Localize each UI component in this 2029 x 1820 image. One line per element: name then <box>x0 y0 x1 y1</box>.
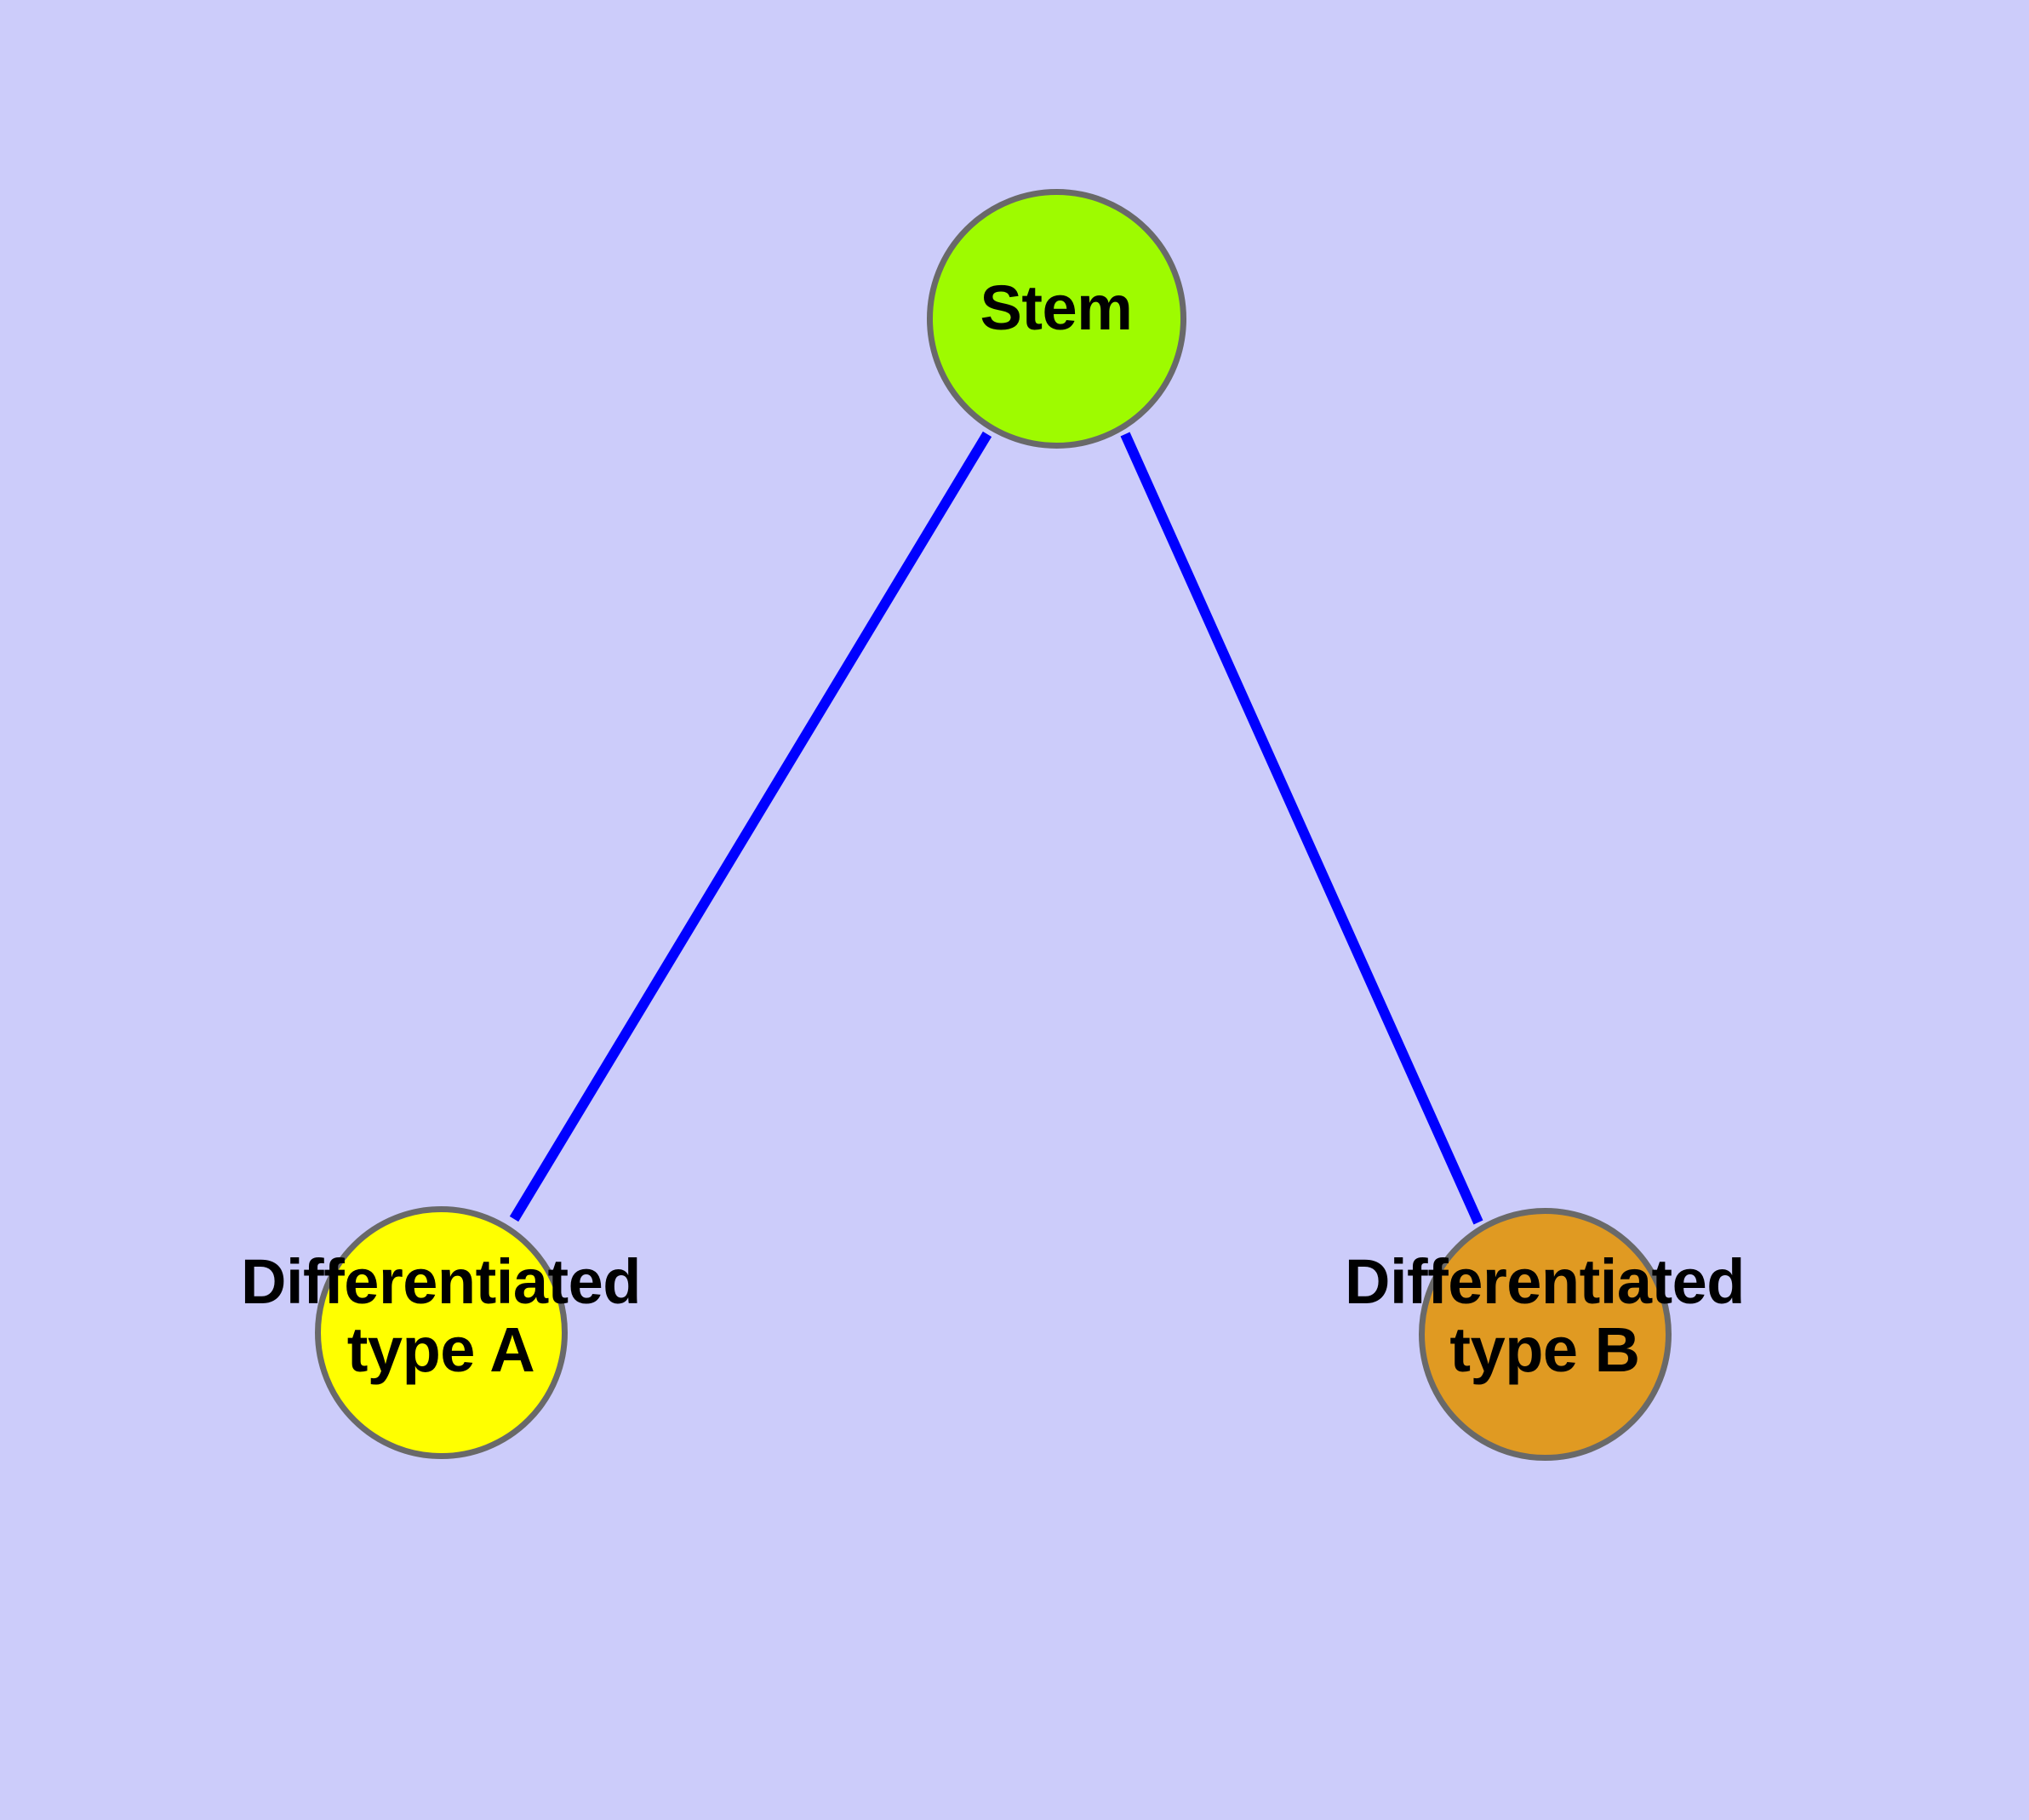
edge-stem-to-differentiated-type-b[interactable] <box>1120 432 1483 1225</box>
node-stem[interactable] <box>927 189 1186 449</box>
node-differentiated-type-a[interactable] <box>315 1206 568 1459</box>
node-differentiated-type-b[interactable] <box>1419 1208 1672 1461</box>
edge-stem-to-differentiated-type-a[interactable] <box>509 431 992 1222</box>
